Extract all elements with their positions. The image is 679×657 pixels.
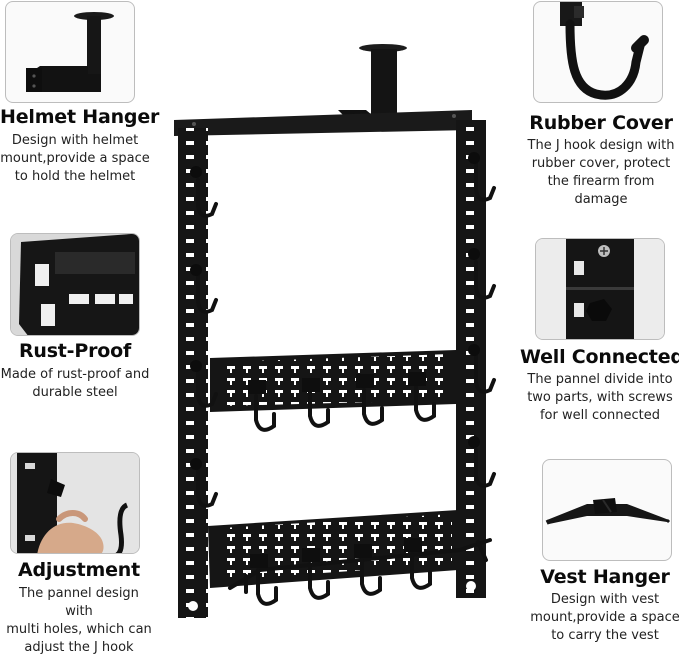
rubber-cover-desc: The J hook design with rubber cover, pro… [527, 138, 675, 207]
helmet-hanger-desc: Design with helmet mount,provide a space… [0, 133, 150, 184]
vest-hanger-icon [545, 498, 671, 525]
rust-proof-desc: Made of rust-proof and durable steel [0, 367, 150, 400]
helmet-hanger-title: Helmet Hanger [0, 106, 160, 128]
rubber-cover-thumbnail [533, 1, 663, 103]
vest-hanger-thumbnail [542, 459, 672, 561]
j-hook-icon [560, 2, 649, 100]
steel-panel-closeup [11, 234, 139, 335]
vest-hanger-desc: Design with vest mount,provide a space t… [530, 592, 679, 643]
screw-joint-closeup [536, 239, 664, 339]
adjustment-title: Adjustment [17, 559, 141, 581]
adjustment-desc: The pannel design with multi holes, whic… [6, 586, 152, 655]
gun-rack-product-image [174, 44, 496, 618]
rust-proof-title: Rust-Proof [18, 340, 132, 362]
vest-hanger-title: Vest Hanger [540, 566, 670, 588]
hand-adjust-hook [11, 453, 139, 553]
adjustment-thumbnail [10, 452, 140, 554]
well-connected-desc: The pannel divide into two parts, with s… [527, 372, 673, 423]
rubber-cover-title: Rubber Cover [529, 112, 673, 134]
helmet-hanger-icon [26, 12, 114, 92]
rust-proof-thumbnail [10, 233, 140, 336]
helmet-hanger-thumbnail [5, 1, 135, 103]
well-connected-thumbnail [535, 238, 665, 340]
well-connected-title: Well Connected [520, 346, 679, 368]
